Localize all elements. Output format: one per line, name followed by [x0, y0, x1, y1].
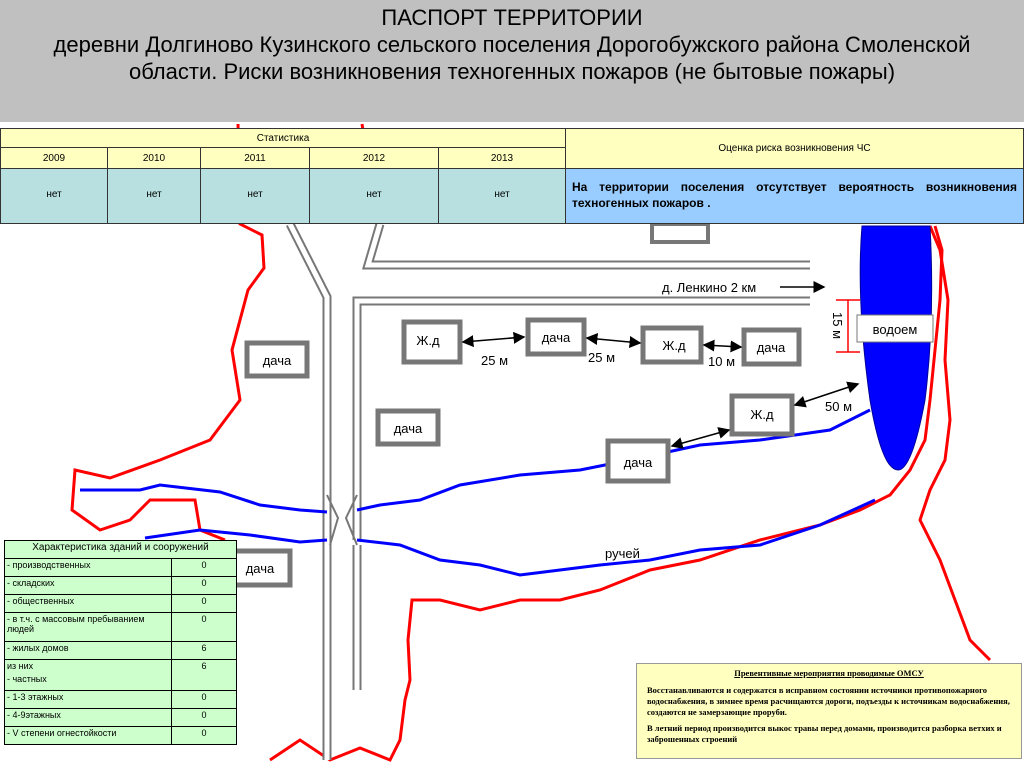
svg-text:Ж.д: Ж.д: [750, 407, 774, 422]
table-row: из них - частных 6: [4, 659, 237, 691]
year-2009: 2009: [0, 147, 108, 169]
row-label: - 4-9этажных: [4, 708, 172, 727]
building-dacha-4: дача: [525, 317, 587, 357]
year-2010: 2010: [107, 147, 201, 169]
value-2009: нет: [0, 168, 108, 224]
value-2011: нет: [200, 168, 310, 224]
row-value: 0: [171, 558, 237, 577]
building-dacha-5: дача: [741, 327, 802, 367]
roads: [285, 221, 810, 760]
svg-text:дача: дача: [542, 330, 571, 345]
row-label: из них: [7, 661, 34, 671]
year-2013: 2013: [438, 147, 566, 169]
characteristics-header: Характеристика зданий и сооружений: [4, 540, 237, 559]
row-label: - складских: [4, 576, 172, 595]
row-value: 0: [171, 690, 237, 709]
building-dacha-3: дача: [227, 548, 293, 588]
preventive-text-2: В летний период производится выкос травы…: [647, 723, 1002, 744]
preventive-text-1: Восстанавливаются и содержатся в исправн…: [647, 685, 1010, 717]
row-label: - общественных: [4, 594, 172, 613]
scale-15m: [836, 299, 860, 353]
svg-text:Ж.д: Ж.д: [662, 338, 686, 353]
stream: [80, 408, 876, 577]
settlement-boundary: [70, 123, 992, 762]
preventive-header: Превентивные мероприятия проводимые ОМСУ: [734, 668, 924, 678]
distance-markers: [461, 281, 860, 449]
direction-label: д. Ленкино 2 км: [662, 280, 756, 295]
row-value: 6: [171, 659, 237, 691]
row-value: 0: [171, 612, 237, 642]
statistics-header: Статистика: [0, 128, 566, 148]
building-house-2: Ж.д: [640, 325, 704, 365]
buildings-characteristics-table: Характеристика зданий и сооружений - про…: [4, 540, 237, 745]
pond-label: водоем: [873, 322, 918, 337]
preventive-measures-box: Превентивные мероприятия проводимые ОМСУ…: [636, 663, 1022, 759]
row-value: 6: [171, 641, 237, 660]
year-2012: 2012: [309, 147, 439, 169]
svg-text:дача: дача: [246, 561, 275, 576]
row-value: 0: [171, 708, 237, 727]
distance-label-3: 10 м: [708, 354, 735, 369]
value-2013: нет: [438, 168, 566, 224]
distance-label-5: 15 м: [830, 312, 845, 339]
title-banner: ПАСПОРТ ТЕРРИТОРИИ деревни Долгиново Куз…: [0, 0, 1024, 122]
svg-text:дача: дача: [624, 455, 653, 470]
risk-header: Оценка риска возникновения ЧС: [565, 128, 1024, 169]
building-house-1: Ж.д: [401, 319, 463, 365]
distance-label-2: 25 м: [588, 350, 615, 365]
page-title: ПАСПОРТ ТЕРРИТОРИИ: [381, 5, 643, 30]
row-value: 0: [171, 594, 237, 613]
value-2012: нет: [309, 168, 439, 224]
value-2010: нет: [107, 168, 201, 224]
page-subtitle: деревни Долгиново Кузинского сельского п…: [53, 32, 971, 84]
svg-text:дача: дача: [757, 340, 786, 355]
statistics-table: Статистика Оценка риска возникновения ЧС…: [0, 128, 1024, 224]
building-dacha-1: дача: [244, 340, 310, 379]
stream-label: ручей: [605, 546, 640, 561]
building-house-3: Ж.д: [729, 393, 795, 437]
row-label: - V степени огнестойкости: [4, 726, 172, 745]
row-label-sub: - частных: [7, 674, 47, 684]
distance-label-1: 25 м: [481, 353, 508, 368]
svg-text:дача: дача: [263, 353, 292, 368]
row-value: 0: [171, 576, 237, 595]
risk-assessment-text: На территории поселения отсутствует веро…: [565, 168, 1024, 224]
svg-text:дача: дача: [394, 421, 423, 436]
row-value: 0: [171, 726, 237, 745]
year-2011: 2011: [200, 147, 310, 169]
row-label: - производственных: [4, 558, 172, 577]
distance-label-4: 50 м: [825, 399, 852, 414]
building-dacha-6: дача: [605, 438, 671, 484]
pond: водоем: [856, 225, 934, 471]
building-dacha-2: дача: [375, 408, 441, 447]
row-label: - 1-3 этажных: [4, 690, 172, 709]
svg-text:Ж.д: Ж.д: [416, 333, 440, 348]
row-label: - в т.ч. с массовым пребыванием людей: [4, 612, 172, 642]
row-label: - жилых домов: [4, 641, 172, 660]
